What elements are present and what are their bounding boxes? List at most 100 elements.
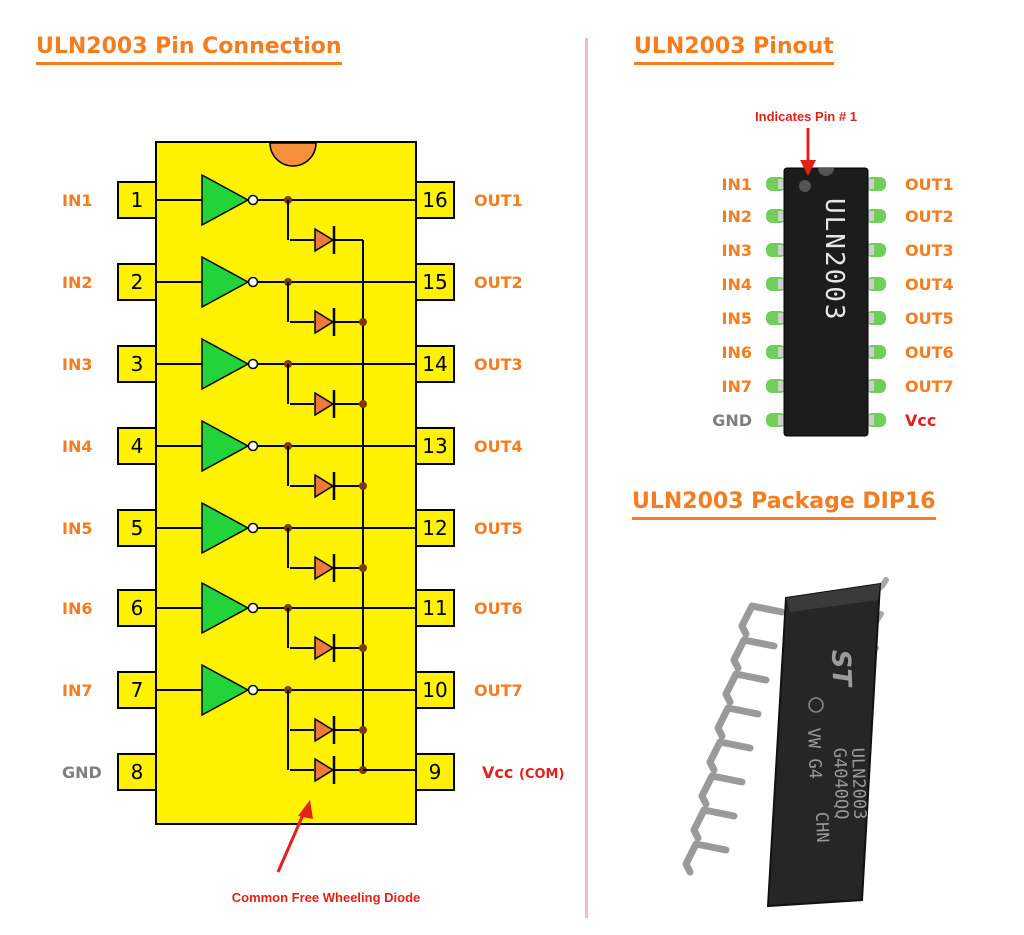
pin-leg-right bbox=[866, 313, 874, 323]
pin-pad-right bbox=[866, 209, 886, 223]
diode-body bbox=[314, 391, 335, 417]
pinout-label-right: OUT2 bbox=[905, 207, 954, 226]
diode-body bbox=[314, 227, 335, 253]
pinout-label-left: IN7 bbox=[722, 377, 752, 396]
pin-box-left bbox=[117, 263, 157, 301]
package-leg-left bbox=[722, 670, 770, 706]
junction-dot bbox=[284, 686, 292, 694]
pin-label-left: IN3 bbox=[62, 355, 92, 374]
junction-dot bbox=[359, 564, 367, 572]
junction-dot bbox=[359, 482, 367, 490]
pin-number-right: 16 bbox=[422, 188, 447, 212]
annotation-arrow bbox=[276, 807, 308, 873]
package-title: ULN2003 Package DIP16 bbox=[632, 489, 936, 520]
pin1-arrowhead bbox=[800, 160, 816, 176]
pin-label-left: IN6 bbox=[62, 599, 92, 618]
pin-pad-left bbox=[766, 413, 786, 427]
package-marking-line: G4040QQ bbox=[829, 747, 851, 819]
pin-number-right: 11 bbox=[422, 596, 447, 620]
inverter-bubble bbox=[247, 684, 259, 696]
pin-box-left bbox=[117, 181, 157, 219]
pin-leg-right bbox=[866, 211, 874, 221]
pin-pad-right bbox=[866, 379, 886, 393]
pinout-label-right: OUT7 bbox=[905, 377, 954, 396]
package-logo: ST bbox=[825, 649, 856, 689]
pin-number-left: 4 bbox=[131, 434, 144, 458]
pin-box-right bbox=[415, 753, 455, 791]
pin-box-right bbox=[415, 589, 455, 627]
pinout-label-left: IN2 bbox=[722, 207, 752, 226]
pin-label-left: IN1 bbox=[62, 191, 92, 210]
inverter-bubble bbox=[247, 440, 259, 452]
chip-notch bbox=[269, 142, 317, 167]
pin-pad-right bbox=[866, 311, 886, 325]
pin-box-left bbox=[117, 753, 157, 791]
annotation-arrowhead bbox=[298, 800, 313, 819]
pin-leg-right bbox=[866, 179, 874, 189]
pin-label-right: OUT7 bbox=[474, 681, 523, 700]
pin-label-suffix: (COM) bbox=[519, 767, 564, 782]
pin-pad-left bbox=[766, 177, 786, 191]
pin-pad-left bbox=[766, 277, 786, 291]
pin-box-left bbox=[117, 671, 157, 709]
pin-number-left: 8 bbox=[131, 760, 144, 784]
inverter-bubble bbox=[247, 602, 259, 614]
pin-connection-title: ULN2003 Pin Connection bbox=[36, 34, 342, 65]
package-leg-right bbox=[864, 611, 884, 631]
pin-leg-left bbox=[778, 211, 786, 221]
pinout-label-right: OUT5 bbox=[905, 309, 954, 328]
pin-leg-left bbox=[778, 245, 786, 255]
pinout-chip-text: ULN2003 bbox=[819, 198, 849, 322]
pin-pad-right bbox=[866, 243, 886, 257]
pinout-label-left: IN4 bbox=[722, 275, 752, 294]
pin1-annotation: Indicates Pin # 1 bbox=[755, 109, 857, 124]
pin-leg-left bbox=[778, 313, 786, 323]
package-top-edge bbox=[786, 584, 880, 612]
junction-dot bbox=[284, 196, 292, 204]
pin-leg-right bbox=[866, 347, 874, 357]
pin-box-left bbox=[117, 509, 157, 547]
pinout-notch bbox=[818, 168, 834, 176]
junction-dot bbox=[359, 318, 367, 326]
darlington-buffer bbox=[201, 337, 250, 391]
pin-leg-right bbox=[866, 245, 874, 255]
inverter-bubble bbox=[247, 194, 259, 206]
pin-label-right: OUT4 bbox=[474, 437, 523, 456]
pinout-label-right: Vcc bbox=[905, 411, 936, 430]
package-leg-right bbox=[844, 747, 864, 767]
package-leg-left bbox=[698, 772, 746, 808]
package-leg-left bbox=[714, 704, 762, 740]
package-leg-left bbox=[730, 636, 778, 672]
pin-pad-left bbox=[766, 311, 786, 325]
diode-body bbox=[314, 473, 335, 499]
pin-number-right: 15 bbox=[422, 270, 447, 294]
pinout-label-left: GND bbox=[712, 411, 752, 430]
pin-label-left: IN2 bbox=[62, 273, 92, 292]
package-leg-left bbox=[738, 602, 786, 638]
pin-leg-right bbox=[866, 381, 874, 391]
pin-pad-right bbox=[866, 345, 886, 359]
pin-leg-left bbox=[778, 415, 786, 425]
pin-label-right: OUT1 bbox=[474, 191, 523, 210]
darlington-buffer bbox=[201, 419, 250, 473]
diode-body bbox=[314, 555, 335, 581]
junction-dot bbox=[284, 604, 292, 612]
pin-box-right bbox=[415, 509, 455, 547]
pinout-label-left: IN1 bbox=[722, 175, 752, 194]
package-e4-mark bbox=[808, 697, 824, 713]
pin-label-left: IN7 bbox=[62, 681, 92, 700]
package-leg-right bbox=[859, 645, 879, 665]
section-divider bbox=[585, 38, 588, 918]
pin-number-right: 12 bbox=[422, 516, 447, 540]
pin-label-right: OUT5 bbox=[474, 519, 523, 538]
pin-box-left bbox=[117, 427, 157, 465]
common-diode-annotation: Common Free Wheeling Diode bbox=[232, 890, 421, 905]
pin-box-right bbox=[415, 181, 455, 219]
package-leg-right bbox=[854, 679, 874, 699]
pinout-label-left: IN6 bbox=[722, 343, 752, 362]
inverter-bubble bbox=[247, 358, 259, 370]
pin-label-left: IN4 bbox=[62, 437, 92, 456]
pin-label-left: GND bbox=[62, 763, 102, 782]
